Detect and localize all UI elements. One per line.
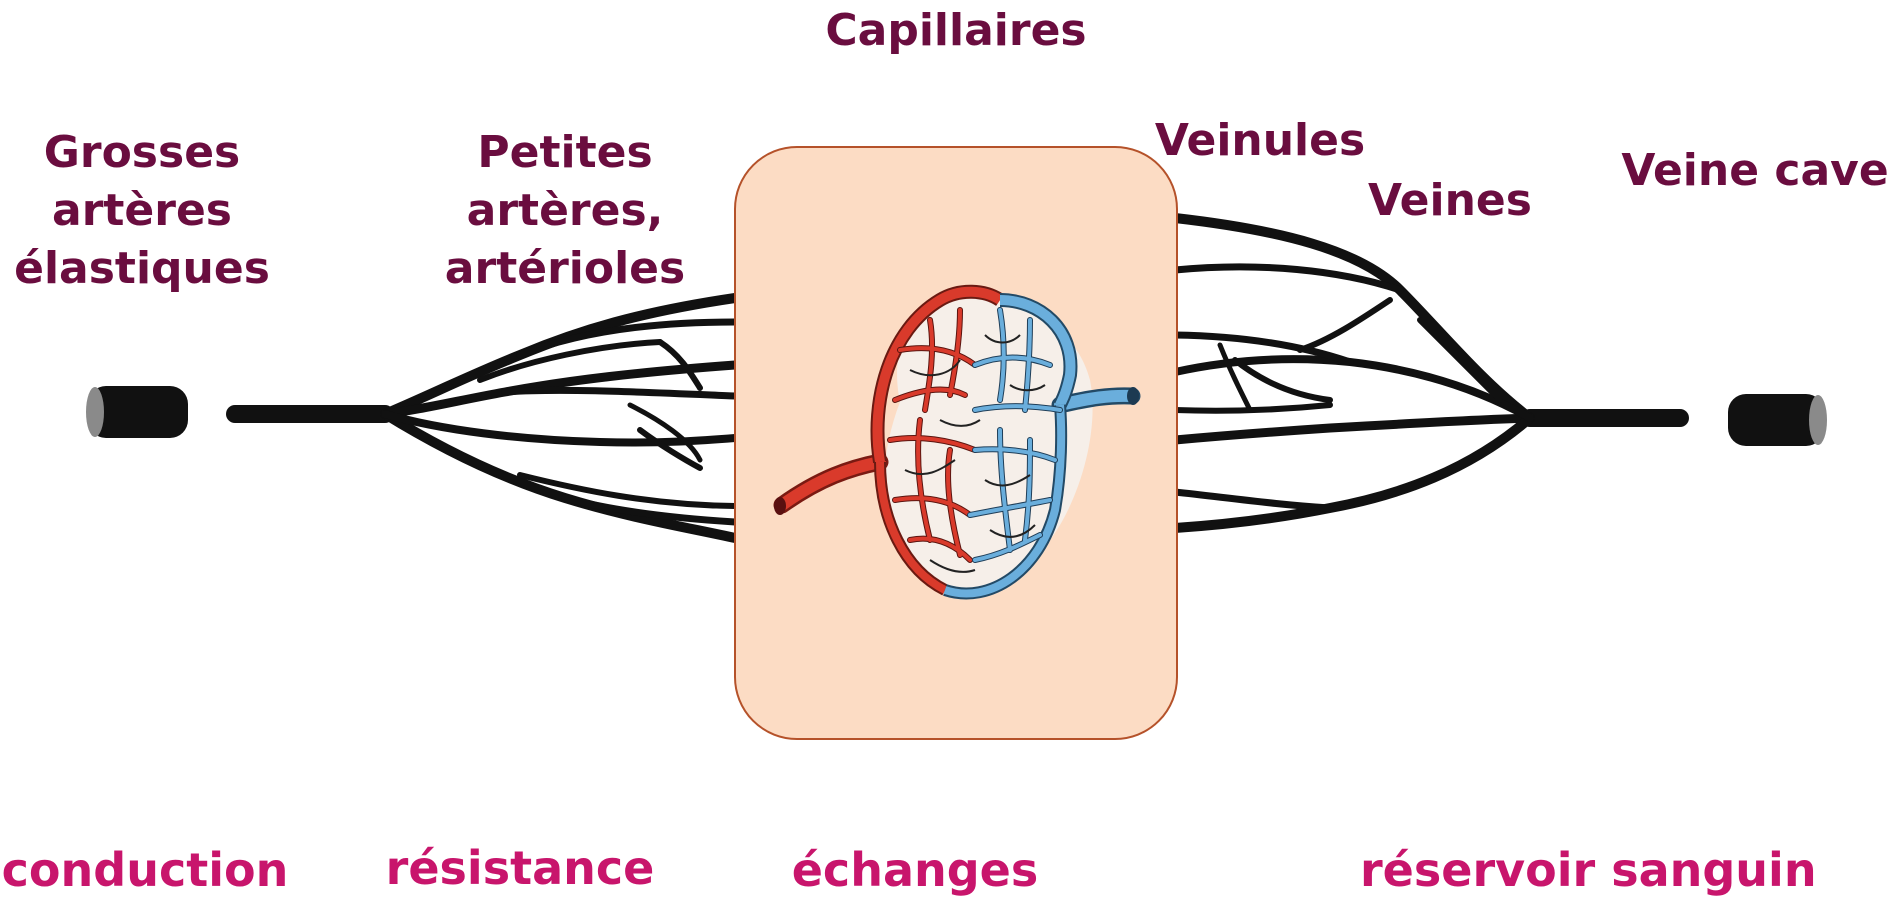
function-conduction: conduction — [0, 840, 290, 899]
function-reservoir: réservoir sanguin — [1360, 840, 1780, 899]
label-petites-arteres: Petites artères, artérioles — [425, 124, 705, 298]
label-grosses-arteres-line1: Grosses — [2, 124, 282, 182]
label-grosses-arteres-line2: artères — [2, 182, 282, 240]
label-petites-arteres-line2: artères, — [425, 182, 705, 240]
label-petites-arteres-line3: artérioles — [425, 240, 705, 298]
label-veines: Veines — [1350, 172, 1550, 230]
label-grosses-arteres-line3: élastiques — [2, 240, 282, 298]
label-petites-arteres-line1: Petites — [425, 124, 705, 182]
function-resistance: résistance — [375, 838, 665, 898]
label-veine-cave: Veine cave — [1620, 142, 1890, 200]
label-capillaires: Capillaires — [756, 2, 1156, 60]
label-veinules: Veinules — [1140, 112, 1380, 170]
function-echanges: échanges — [780, 840, 1050, 899]
label-grosses-arteres: Grosses artères élastiques — [2, 124, 282, 298]
